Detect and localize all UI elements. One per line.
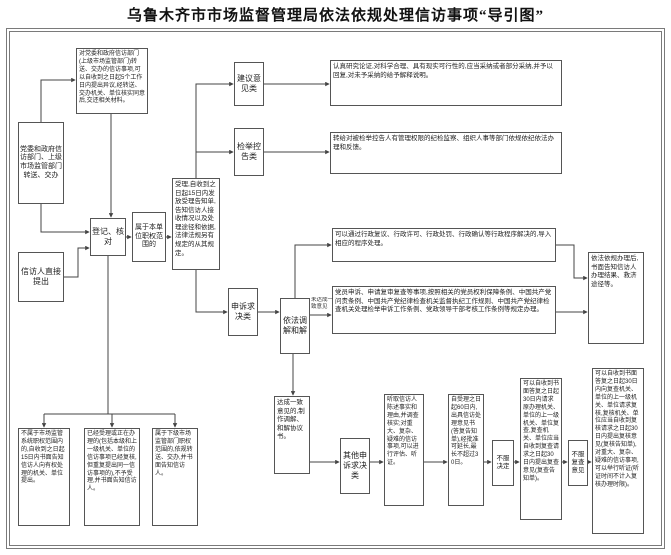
page-title: 乌鲁木齐市市场监督管理局依法依规处理信访事项“导引图” [126,8,544,24]
box-inform-result: 依法依规办理后,书面告知信访人办理结果、救济途径等。 [588,252,644,344]
box-within-scope: 属于本单位职权范围的 [132,212,166,262]
box-review: 可以自收到书面答复之日起30日内请求原办理机关、单位的上一级机关、单位复查,复查… [520,378,562,520]
inner-frame [9,31,662,546]
box-transfer-source: 党委和政府信访部门、上级市场监管部门转送、交办 [18,122,64,204]
box-dissatisfied-decision: 不服决定 [492,440,514,486]
box-sixty-days: 自受理之日起60日内,出具信访处理意见书(答复告知单),经批准可延长,最长不超过… [448,394,484,506]
label-no-agreement: 未达成一致意见 [311,297,334,310]
box-party-procedure: 党员申诉、申请复审复查等事项,按照相关的党员权利保障条例、中国共产党问责条例、中… [332,286,556,334]
box-recheck: 可以自收到书面答复之日起30日内向复查机关、单位的上一级机关、单位请求复核,复核… [592,368,644,534]
box-listen-investigate: 听取信访人陈述事实和理由,并调查核实;对重大、复杂、疑难的信访事项,可以进行评估… [384,394,424,506]
box-mediation: 依法调解和解 [280,298,310,354]
outer-frame [6,28,665,549]
box-objection-rule: 对党委和政府信访部门(上级市场监管部门)转送、交办的信访事项,可以自收到之日起5… [76,48,148,114]
box-category-appeal: 申诉求决类 [228,288,258,336]
box-other-appeal: 其他申诉求决类 [340,438,370,494]
box-report-handling: 转给对被检举控告人有管理权限的纪检监察、组织人事等部门依规依纪依法办理和反馈。 [330,132,562,174]
box-suggestion-handling: 认真研究论证,对科学合理、具有现实可行性的,应当采纳或者部分采纳,并予以回复,对… [330,60,562,106]
box-administrative-procedure: 可以通过行政复议、行政许可、行政处罚、行政确认等行政程序解决的,导入相应的程序处… [332,228,556,262]
box-already-accepted: 已经受理或正在办理的(包括本级和上一级机关、单位的信访事项已经复核,但重复提出同… [84,428,140,526]
box-lower-level-scope: 属于下级市场监管部门职权范围的,依规转送、交办,并书面告知信访人。 [152,428,198,526]
box-not-in-scope: 不属于市场监管系统职权范围内的,自收到之日起15日内书面告知信访人向有权处理的机… [18,428,70,526]
box-category-report: 检举控告类 [234,128,264,176]
box-register-check: 登记、核对 [90,218,126,256]
box-agreement-made: 达成一致意见的,制作调解、和解协议书。 [274,396,310,474]
box-accept: 受理,自收到之日起15日内发放受理告知单,告知信访人接收情况以及处理途径和依据,… [172,178,220,270]
box-direct-petition: 信访人直接提出 [18,252,64,302]
box-category-suggestion: 建议意见类 [234,62,264,106]
box-dissatisfied-review: 不服复查意见 [568,440,588,486]
